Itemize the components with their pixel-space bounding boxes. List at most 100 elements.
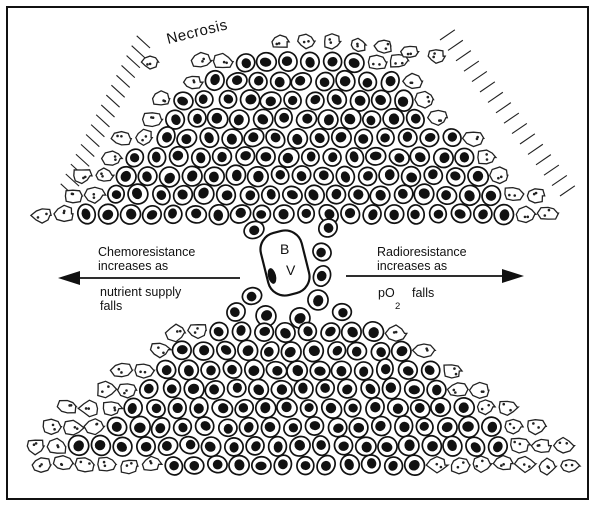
tumor-cell <box>172 341 191 360</box>
necrotic-cell <box>31 209 51 223</box>
tumor-cell <box>203 68 227 93</box>
tumor-cell <box>227 107 252 132</box>
tumor-cell <box>311 263 334 288</box>
necrotic-cell <box>111 132 131 145</box>
tumor-cell <box>228 380 246 397</box>
tumor-cell <box>338 318 365 345</box>
tumor-cell <box>208 204 229 225</box>
tumor-cell <box>320 146 344 169</box>
necrotic-cell <box>374 40 391 53</box>
tumor-cell <box>485 434 510 460</box>
necrotic-cell <box>143 113 163 127</box>
tumor-cell <box>454 148 474 167</box>
necrotic-cell <box>527 189 544 203</box>
tumor-cell <box>312 165 336 188</box>
tumor-cell <box>252 456 272 474</box>
necrotic-cell <box>537 207 558 219</box>
radioresistance-label-2: increases as <box>377 259 447 273</box>
tumor-cell <box>232 396 257 420</box>
necrotic-cell <box>102 151 123 165</box>
tumor-cell <box>394 415 414 438</box>
tumor-cell <box>170 415 194 439</box>
arrow-right-head <box>502 269 524 283</box>
necrotic-cell <box>368 55 387 69</box>
tumor-cell <box>104 414 130 439</box>
tumor-cell <box>413 415 436 438</box>
tumor-cell <box>258 90 282 111</box>
tumor-cell <box>144 396 169 420</box>
necrotic-cell <box>561 460 580 472</box>
necrotic-cell <box>84 419 104 435</box>
tumor-cell <box>355 437 376 456</box>
necrotic-cell <box>473 456 492 472</box>
necrotic-cell <box>84 187 105 203</box>
necrotic-cell <box>505 188 524 201</box>
tumor-cell <box>348 417 369 439</box>
tumor-cell <box>88 432 114 458</box>
tumor-cell <box>365 147 386 166</box>
tumor-cell <box>213 338 239 363</box>
tumor-cell <box>428 203 448 224</box>
tumor-cell <box>221 128 243 149</box>
tumor-cell <box>257 338 282 364</box>
necrotic-cell <box>511 438 531 453</box>
necrotic-cell <box>428 110 448 125</box>
chemoresistance-label: Chemoresistance <box>98 245 195 259</box>
necrotic-cell <box>478 400 496 415</box>
tumor-cell <box>136 376 161 402</box>
tumor-cell <box>388 338 414 364</box>
necrotic-cell <box>78 400 97 417</box>
tumor-cell <box>241 286 264 307</box>
tumor-cell <box>396 126 420 149</box>
tumor-cell <box>360 319 386 345</box>
tumor-cell <box>396 358 420 382</box>
tumor-cell <box>352 127 374 151</box>
tumor-cell <box>198 358 223 382</box>
tumor-cell <box>285 126 311 152</box>
necrotic-cell <box>499 401 518 415</box>
tumor-cell <box>256 147 275 166</box>
necrotic-cell <box>413 344 436 357</box>
tumor-cell <box>167 397 188 420</box>
tumor-cell <box>106 184 126 205</box>
tumor-cell <box>343 397 363 418</box>
tumor-cell <box>318 395 345 422</box>
tumor-cell <box>299 50 321 73</box>
necrotic-cell <box>74 170 92 184</box>
necrotic-cell <box>96 168 114 181</box>
po2-falls-label: falls <box>412 286 434 300</box>
tumor-cell <box>398 436 419 456</box>
tumor-cell <box>194 89 215 110</box>
tumor-cell <box>270 72 291 92</box>
tumor-cell <box>394 90 413 112</box>
tumor-cell <box>214 183 237 207</box>
tumor-cell <box>254 397 278 420</box>
tumor-cell <box>234 145 256 167</box>
necrosis-label: Necrosis <box>165 16 230 48</box>
tumor-cell <box>310 240 335 264</box>
necrotic-cell <box>452 458 471 474</box>
blood-vessel-icon: B V <box>257 227 313 299</box>
necrotic-cell <box>136 129 152 145</box>
tumor-cell <box>381 454 406 479</box>
tumor-cell <box>242 357 267 383</box>
tumor-cell <box>408 397 433 421</box>
tumor-cell <box>330 359 353 381</box>
necrotic-cell <box>191 53 212 67</box>
necrotic-cell <box>103 402 122 416</box>
necrotic-cell <box>54 205 73 221</box>
tumor-cell <box>360 453 383 475</box>
nutrient-falls-label: falls <box>100 299 122 313</box>
tumor-cell <box>385 205 404 223</box>
tumor-cell <box>440 125 465 149</box>
necrotic-cell <box>505 419 523 434</box>
necrotic-cell <box>478 150 496 164</box>
tumor-cell <box>338 452 362 477</box>
necrotic-cell <box>539 458 556 475</box>
tumor-cell <box>255 51 278 72</box>
tumor-cell <box>274 396 299 420</box>
tumor-cell <box>129 415 151 438</box>
necrotic-cell <box>151 343 172 357</box>
tumor-cell <box>298 204 315 223</box>
tumor-cell <box>347 341 368 360</box>
